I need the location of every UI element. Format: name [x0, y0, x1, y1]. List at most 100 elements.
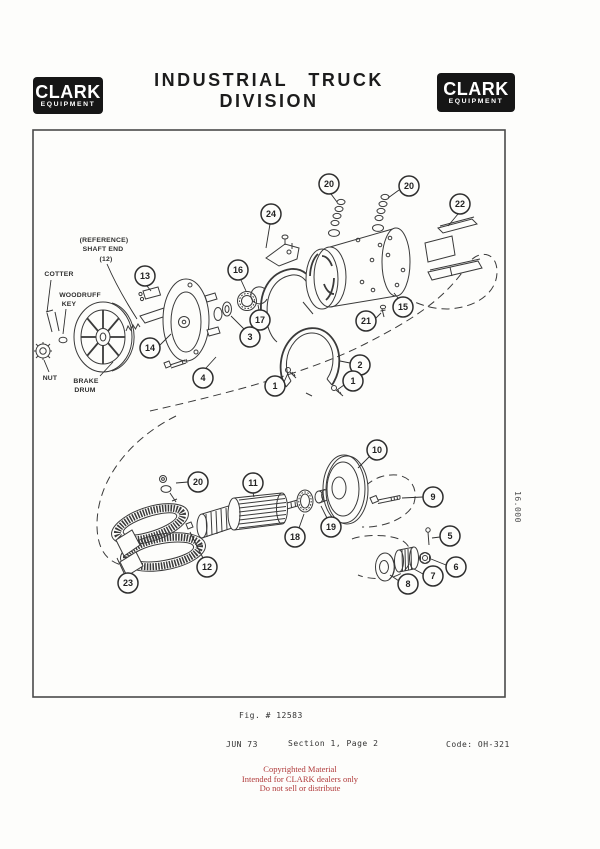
- callout-leader: [330, 193, 338, 203]
- diagram-label: WOODRUFF: [59, 292, 101, 299]
- diagram-label: DRUM: [74, 387, 95, 394]
- callout-number: 5: [447, 531, 452, 541]
- callout-leader: [430, 558, 447, 566]
- callout-balloon: [392, 296, 414, 318]
- callout-number: 7: [430, 571, 435, 581]
- callout-number: 20: [193, 477, 203, 487]
- callout-balloon: [398, 175, 420, 197]
- callout-10: 10: [357, 439, 388, 469]
- callout-number: 15: [398, 302, 408, 312]
- footer-date: JUN 73: [226, 740, 258, 749]
- callout-14: 14: [139, 333, 172, 359]
- drive-washer: [375, 552, 395, 582]
- callout-number: 20: [404, 181, 414, 191]
- diagram-label: SHAFT END: [83, 246, 124, 253]
- callout-leader: [283, 372, 289, 383]
- callout-number: 13: [140, 271, 150, 281]
- callout-13: 13: [134, 265, 156, 292]
- callout-15: 15: [392, 292, 414, 318]
- callout-balloon: [249, 309, 271, 331]
- diagram-label: COTTER: [44, 271, 73, 278]
- through-bolt: [369, 494, 401, 505]
- diagram-frame: [32, 129, 506, 698]
- callout-balloon: [187, 471, 209, 493]
- callout-17: 17: [249, 304, 271, 331]
- cotter-pin: [45, 309, 60, 333]
- callout-number: 9: [430, 492, 435, 502]
- brush-assembly-lower: [159, 475, 178, 503]
- label-leaders: [43, 263, 138, 377]
- callout-number: 6: [453, 562, 458, 572]
- callout-number: 1: [350, 376, 355, 386]
- callout-19: 19: [320, 505, 342, 538]
- callout-leader: [387, 189, 400, 199]
- terminal-bars: [424, 216, 483, 281]
- pinion-roller: [394, 546, 419, 573]
- callout-balloon: [260, 203, 282, 225]
- footer-section-page: Section 1, Page 2: [288, 739, 379, 748]
- diagram-label: NUT: [43, 375, 58, 382]
- callout-balloon: [366, 439, 388, 461]
- callout-leader: [257, 304, 260, 311]
- figure-caption: Fig. # 12583: [239, 711, 303, 720]
- callout-20: 20: [175, 471, 209, 493]
- brake-drum-wheel: [73, 301, 135, 373]
- armature-bearing: [296, 489, 314, 513]
- callout-number: 23: [123, 578, 133, 588]
- callout-number: 4: [200, 373, 205, 383]
- diagram-label: BRAKE: [73, 378, 98, 385]
- shaft-nut: [34, 342, 52, 360]
- callout-balloon: [196, 556, 218, 578]
- callout-number: 12: [202, 562, 212, 572]
- callout-leader: [175, 481, 189, 484]
- commutator-end-head: [322, 454, 369, 525]
- callout-20: 20: [318, 173, 340, 203]
- callout-leader: [146, 285, 152, 292]
- callout-balloon: [320, 516, 342, 538]
- callout-4: 4: [192, 356, 217, 389]
- callout-20: 20: [387, 175, 420, 199]
- callout-leader: [240, 279, 247, 292]
- callout-balloon: [449, 193, 471, 215]
- callout-balloon: [355, 310, 377, 332]
- side-margin-note: 16.000: [513, 491, 522, 523]
- callout-number: 22: [455, 199, 465, 209]
- cotter-pin-small: [425, 527, 431, 546]
- clark-logo-text: CLARK: [443, 78, 509, 99]
- callout-number: 10: [372, 445, 382, 455]
- callout-balloon: [318, 173, 340, 195]
- callout-balloon: [239, 326, 261, 348]
- callout-12: 12: [189, 531, 218, 578]
- callout-balloon: [422, 565, 444, 587]
- callout-number: 11: [248, 478, 258, 488]
- field-coil-upper: [111, 503, 189, 545]
- clark-logo-subtext: EQUIPMENT: [448, 97, 504, 105]
- callout-balloon: [242, 472, 264, 494]
- callout-balloon: [439, 525, 461, 547]
- clark-logo-text: CLARK: [35, 81, 101, 102]
- motor-housing: [305, 227, 411, 310]
- callout-leader: [230, 315, 245, 330]
- callout-number: 19: [326, 522, 336, 532]
- callout-balloon: [227, 259, 249, 281]
- clark-logo-right: CLARK EQUIPMENT: [437, 73, 515, 112]
- thrust-washers: [213, 301, 232, 321]
- band-screw-right: [331, 385, 344, 397]
- brush-part-13: [138, 286, 162, 302]
- diagram-labels: (REFERENCE)SHAFT END(12)COTTERWOODRUFFKE…: [43, 237, 128, 394]
- brake-band: [279, 327, 341, 397]
- copyright-line: Do not sell or distribute: [259, 783, 341, 793]
- callout-23: 23: [116, 557, 139, 594]
- callout-number: 18: [290, 532, 300, 542]
- callout-leader: [375, 312, 382, 319]
- clark-logo-left: CLARK EQUIPMENT: [33, 77, 103, 114]
- callout-leader: [336, 384, 345, 391]
- callout-1: 1: [264, 372, 289, 397]
- callout-number: 8: [405, 579, 410, 589]
- callout-leader: [159, 333, 172, 346]
- callout-22: 22: [447, 193, 471, 227]
- callout-balloon: [397, 573, 419, 595]
- callout-leader: [357, 456, 370, 469]
